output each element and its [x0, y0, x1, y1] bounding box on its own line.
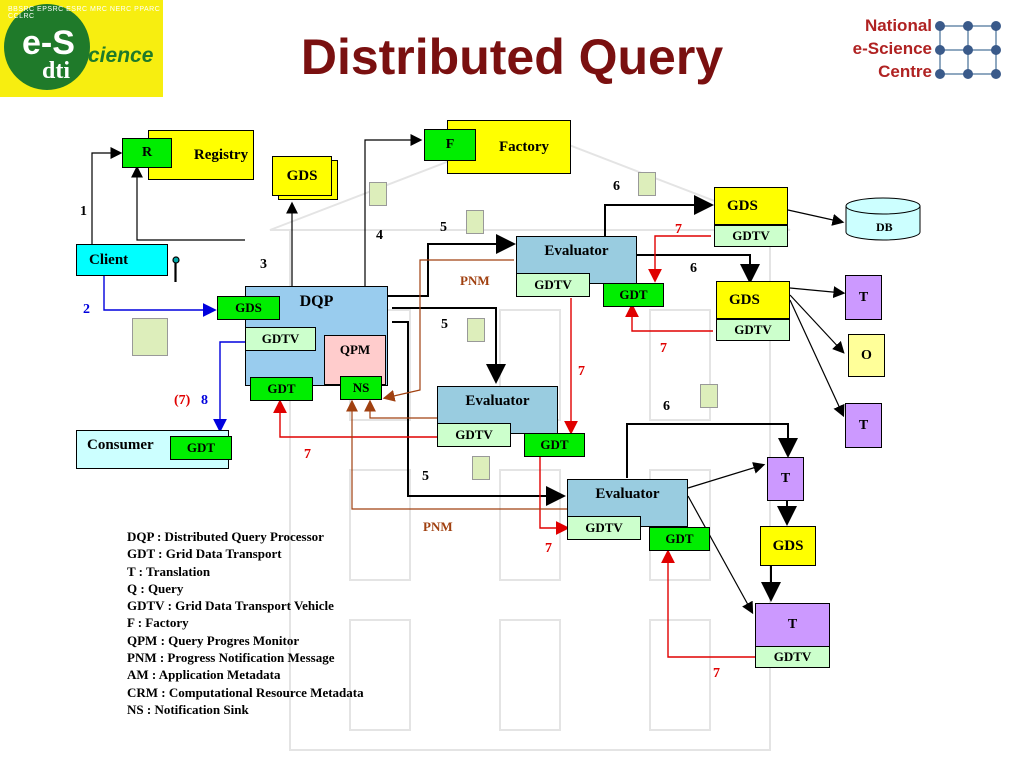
step-label-6b: 6 — [690, 261, 697, 276]
t-node-2[interactable]: T — [845, 403, 882, 448]
arrow-dqp-eval2 — [392, 307, 506, 384]
evaluator-3-node[interactable]: Evaluator — [567, 479, 688, 527]
dqp-gdtv-port[interactable]: GDTV — [245, 327, 316, 351]
red-arrow-eval2-gdt-eval3 — [539, 453, 570, 535]
dqp-gdt-port[interactable]: GDT — [250, 377, 313, 401]
arrow-dqp-registry — [131, 165, 245, 241]
evaluator-2-gdtv-port[interactable]: GDTV — [437, 423, 511, 447]
consumer-gdt-port[interactable]: GDT — [170, 436, 232, 460]
step-label-7e: 7 — [545, 541, 552, 556]
step-label-2: 2 — [83, 302, 90, 317]
legend: DQP : Distributed Query Processor GDT : … — [127, 528, 364, 718]
arrow-eval1-gds1 — [604, 195, 714, 236]
legend-item: GDT : Grid Data Transport — [127, 546, 282, 562]
arrow-gds2-t2 — [789, 299, 845, 418]
pnm-arrow-eval1-ns — [382, 259, 514, 402]
arrow-dqp-factory — [364, 134, 423, 288]
arrow-client-registry — [91, 147, 123, 244]
t-node-3[interactable]: T — [767, 457, 804, 501]
step-label-5b: 5 — [441, 317, 448, 332]
background-building-image — [269, 128, 791, 751]
step-label-7c: 7 — [578, 364, 585, 379]
pnm-arrow-eval2-ns — [364, 399, 437, 419]
gdtv-right-1-port[interactable]: GDTV — [714, 225, 788, 247]
arrow-eval3-t3 — [687, 462, 766, 489]
national-e-science-centre-logo: National e-Science Centre — [840, 14, 1010, 86]
legend-item: AM : Application Metadata — [127, 667, 281, 683]
gds-right-2-node[interactable]: GDS — [716, 281, 790, 319]
red-arrow-gdtvb-eval3gdt — [661, 549, 756, 658]
gds-bottom-node[interactable]: GDS — [760, 526, 816, 566]
red-arrow-gdtv1-gdt2 — [648, 235, 711, 283]
db-node[interactable] — [845, 196, 921, 242]
legend-item: NS : Notification Sink — [127, 701, 249, 717]
step-label-5a: 5 — [440, 220, 447, 235]
evaluator-3-gdt-port[interactable]: GDT — [649, 527, 710, 551]
evaluator-1-gdtv-port[interactable]: GDTV — [516, 273, 590, 297]
blue-arrow-client-dqp — [103, 276, 217, 317]
step-label-6a: 6 — [613, 179, 620, 194]
client-node[interactable]: Client — [76, 244, 168, 276]
pnm-label-1: PNM — [460, 273, 490, 288]
step-label-3: 3 — [260, 257, 267, 272]
step-label-7-paren: (7) — [174, 393, 191, 408]
step-label-7f: 7 — [713, 666, 720, 681]
document-icon — [472, 456, 490, 480]
gds-right-1-node[interactable]: GDS — [714, 187, 788, 225]
document-icon — [638, 172, 656, 196]
step-label-7a: 7 — [675, 222, 682, 237]
arrow-gds1-db — [787, 209, 845, 226]
legend-item: F : Factory — [127, 615, 189, 631]
gdtv-bottom-port[interactable]: GDTV — [755, 646, 830, 668]
pnm-arrow-eval3-ns — [346, 399, 568, 510]
arrow-eval1-gds2 — [636, 254, 760, 284]
document-icon — [467, 318, 485, 342]
page-title: Distributed Query — [300, 29, 724, 85]
legend-item: QPM : Query Progres Monitor — [127, 632, 300, 648]
ns-node[interactable]: NS — [340, 376, 382, 400]
arrow-eval3-t4 — [687, 495, 754, 615]
step-label-8: 8 — [201, 393, 208, 408]
step-label-1: 1 — [80, 204, 87, 219]
t-node-1[interactable]: T — [845, 275, 882, 320]
red-arrow-gdtv2-gdt1 — [625, 303, 713, 332]
arrow-dqp-eval1 — [388, 234, 516, 297]
pnm-label-2: PNM — [423, 519, 453, 534]
o-node[interactable]: O — [848, 334, 885, 377]
network-grid-icon — [935, 21, 1001, 79]
legend-item: GDTV : Grid Data Transport Vehicle — [127, 598, 334, 614]
arrow-dqp-eval3 — [392, 321, 566, 506]
t-node-4[interactable]: T — [755, 603, 830, 647]
document-icon — [369, 182, 387, 206]
evaluator-2-gdt-port[interactable]: GDT — [524, 433, 585, 457]
factory-f-node[interactable]: F — [424, 129, 476, 161]
gdtv-right-2-port[interactable]: GDTV — [716, 319, 790, 341]
arrow-gds2-t1 — [789, 286, 846, 299]
step-label-7d: 7 — [304, 447, 311, 462]
blue-arrow-dqp-consumer — [213, 341, 246, 433]
e-science-dti-logo: BBSRC EPSRC ESRC MRC NERC PPARC CCLRC e-… — [0, 0, 163, 97]
step-label-6c: 6 — [663, 399, 670, 414]
red-arrow-gdtv-eval2-dqpgdt — [273, 399, 437, 438]
legend-item: DQP : Distributed Query Processor — [127, 529, 324, 544]
arrow-gds2-o — [789, 294, 845, 354]
evaluator-3-gdtv-port[interactable]: GDTV — [567, 516, 641, 540]
arrow-eval3-t — [626, 423, 798, 478]
evaluator-1-gdt-port[interactable]: GDT — [603, 283, 664, 307]
query-document-icon — [132, 318, 168, 356]
step-label-5c: 5 — [422, 469, 429, 484]
legend-item: PNM : Progress Notification Message — [127, 650, 335, 666]
step-label-7b: 7 — [660, 341, 667, 356]
legend-item: T : Translation — [127, 563, 211, 579]
step-label-4: 4 — [376, 228, 383, 243]
db-label: DB — [876, 220, 893, 234]
legend-item: Q : Query — [127, 580, 184, 596]
registry-r-node[interactable]: R — [122, 138, 172, 168]
dqp-gds-port[interactable]: GDS — [217, 296, 280, 320]
legend-item: CRM : Computational Resource Metadata — [127, 684, 364, 700]
document-icon — [700, 384, 718, 408]
gds-top-node-front[interactable]: GDS — [272, 156, 332, 196]
document-icon — [466, 210, 484, 234]
